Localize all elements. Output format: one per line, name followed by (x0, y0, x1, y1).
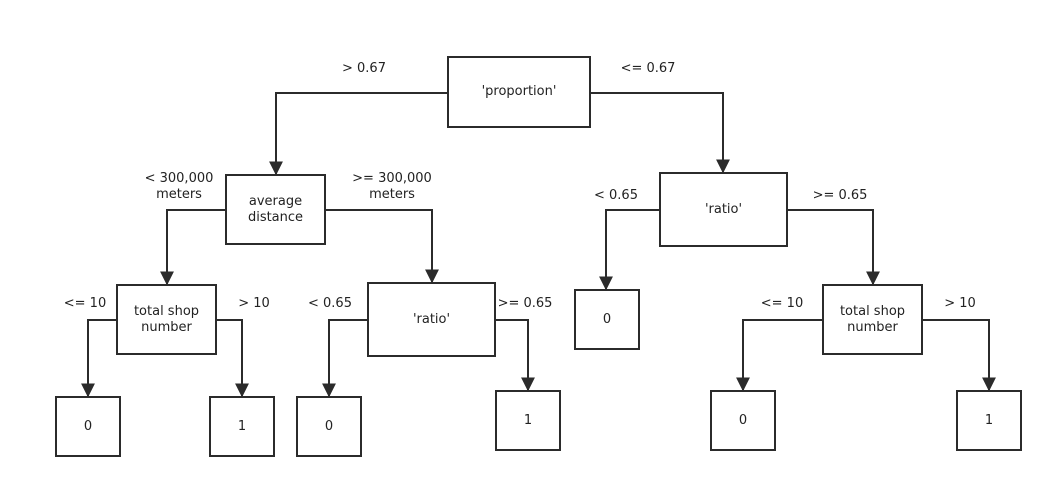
edge-label-dist-left: < 300,000 meters (144, 171, 214, 202)
edge-ratio-right-left (599, 209, 660, 291)
leaf-node-ll-0: 0 (55, 396, 121, 457)
leaf-node-lr-0: 0 (296, 396, 362, 457)
edge-label-dist-right: >= 300,000 meters (352, 171, 432, 202)
edge-root-right (590, 92, 730, 174)
edge-shop-left-left (81, 319, 117, 398)
edge-dist-left (160, 209, 226, 286)
edge-shop-right-left (736, 319, 823, 392)
edge-shop-right-right (922, 319, 996, 392)
edge-label-shop-right-left: <= 10 (760, 296, 804, 311)
ratio-node-right: 'ratio' (659, 172, 788, 247)
edge-label-ratio-right-left: < 0.65 (594, 188, 638, 203)
edge-label-ratio-mid-left: < 0.65 (308, 296, 352, 311)
edge-ratio-mid-right (495, 319, 535, 392)
edge-dist-right (325, 209, 439, 284)
leaf-node-rr-1: 1 (956, 390, 1022, 451)
edge-shop-left-right (216, 319, 249, 398)
root-node-proportion: 'proportion' (447, 56, 591, 128)
edge-ratio-mid-left (322, 319, 368, 398)
average-distance-node: average distance (225, 174, 326, 245)
edge-label-shop-left-right: > 10 (238, 296, 270, 311)
leaf-node-lr-1: 1 (495, 390, 561, 451)
edge-root-left (269, 92, 448, 176)
leaf-node-ll-1: 1 (209, 396, 275, 457)
edge-label-ratio-right-right: >= 0.65 (812, 188, 868, 203)
edge-ratio-right-right (787, 209, 880, 286)
edge-label-root-left: > 0.67 (342, 61, 386, 76)
edge-label-root-right: <= 0.67 (620, 61, 676, 76)
ratio-node-middle: 'ratio' (367, 282, 496, 357)
leaf-node-ratio-right-0: 0 (574, 289, 640, 350)
edge-label-ratio-mid-right: >= 0.65 (497, 296, 553, 311)
edge-label-shop-right-right: > 10 (944, 296, 976, 311)
edge-label-shop-left-left: <= 10 (63, 296, 107, 311)
total-shop-number-node-right: total shop number (822, 284, 923, 355)
leaf-node-rr-0: 0 (710, 390, 776, 451)
total-shop-number-node-left: total shop number (116, 284, 217, 355)
